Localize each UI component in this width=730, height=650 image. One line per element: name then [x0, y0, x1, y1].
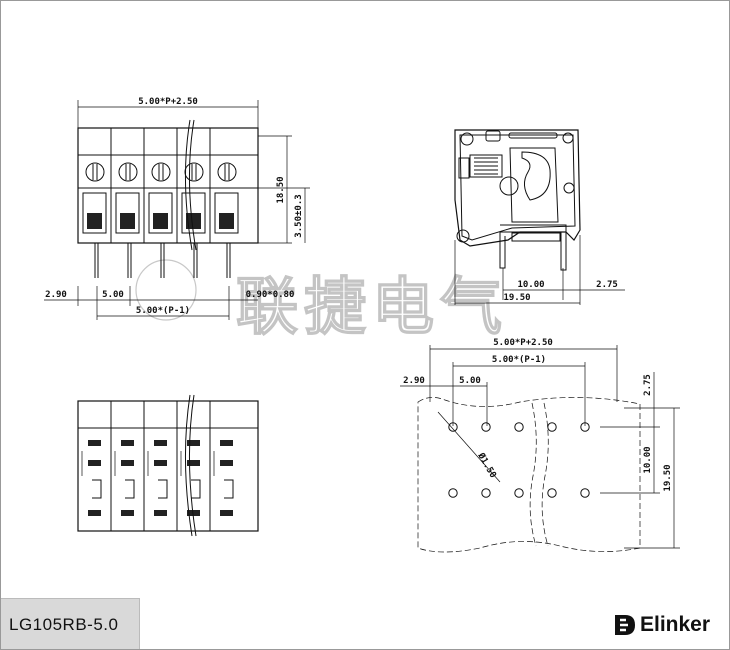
terminal-pole — [82, 162, 107, 234]
side-view: 10.00 2.75 19.50 — [454, 129, 625, 305]
terminal-pole — [214, 162, 239, 234]
bottom-pole — [180, 440, 201, 516]
elinker-logo-icon — [615, 615, 635, 635]
pcb-row-spacing-label: 10.00 — [643, 446, 653, 473]
pcb-hole — [514, 422, 524, 432]
pcb-depth-label: 19.50 — [663, 464, 673, 491]
pcb-hole — [580, 422, 590, 432]
pcb-hole — [448, 488, 458, 498]
wire-entry — [148, 192, 173, 234]
pcb-hole — [481, 422, 491, 432]
front-edge-offset-label: 2.90 — [45, 290, 67, 300]
brand-name: Elinker — [640, 613, 711, 636]
front-height-label: 18.50 — [276, 176, 286, 203]
wire-entry — [115, 192, 140, 234]
bottom-pole — [81, 440, 102, 516]
screw-icon — [217, 162, 237, 182]
side-rear-offset-label: 2.75 — [596, 280, 618, 290]
pcb-hole — [448, 422, 458, 432]
front-pin-size-label: 0.90*0.80 — [246, 290, 295, 300]
pcb-hole — [514, 488, 524, 498]
side-row-spacing-label: 10.00 — [517, 280, 544, 290]
model-box: LG105RB-5.0 — [0, 598, 140, 649]
pcb-pitch-total-label: 5.00*(P-1) — [492, 355, 546, 365]
watermark-text: 联捷电气 — [236, 270, 508, 343]
front-pitch-label: 5.00 — [102, 290, 124, 300]
pcb-overall-width-label: 5.00*P+2.50 — [493, 338, 553, 348]
bottom-pole — [213, 440, 234, 516]
watermark-logo-icon — [135, 259, 197, 321]
pcb-rear-offset-label: 2.75 — [643, 374, 653, 396]
front-view: 5.00*P+2.50 18.50 3.50±0.3 2.90 5.00 5.0… — [44, 97, 310, 320]
model-number: LG105RB-5.0 — [9, 615, 119, 634]
terminal-pole — [115, 162, 140, 234]
pcb-hole — [580, 488, 590, 498]
screw-icon — [151, 162, 171, 182]
bottom-pole — [147, 440, 168, 516]
front-pin-offset-label: 3.50±0.3 — [294, 194, 304, 237]
terminal-pole — [148, 162, 173, 234]
bottom-pole — [114, 440, 135, 516]
pcb-hole — [547, 488, 557, 498]
wire-entry — [82, 192, 107, 234]
pcb-hole — [547, 422, 557, 432]
bottom-view — [77, 394, 259, 537]
side-depth-label: 19.50 — [503, 293, 530, 303]
screw-icon — [85, 162, 105, 182]
pcb-hole — [481, 488, 491, 498]
front-pitch-total-label: 5.00*(P-1) — [136, 306, 190, 316]
screw-icon — [118, 162, 138, 182]
brand-logo: Elinker — [613, 612, 710, 638]
pcb-pitch-label: 5.00 — [459, 376, 481, 386]
pcb-layout: 5.00*P+2.50 5.00*(P-1) 2.90 5.00 2.75 10… — [400, 338, 680, 553]
pcb-edge-offset-label: 2.90 — [403, 376, 425, 386]
pcb-hole-diameter-label: Ø1.50 — [475, 450, 499, 480]
front-overall-width-label: 5.00*P+2.50 — [138, 97, 198, 107]
wire-entry — [214, 192, 239, 234]
